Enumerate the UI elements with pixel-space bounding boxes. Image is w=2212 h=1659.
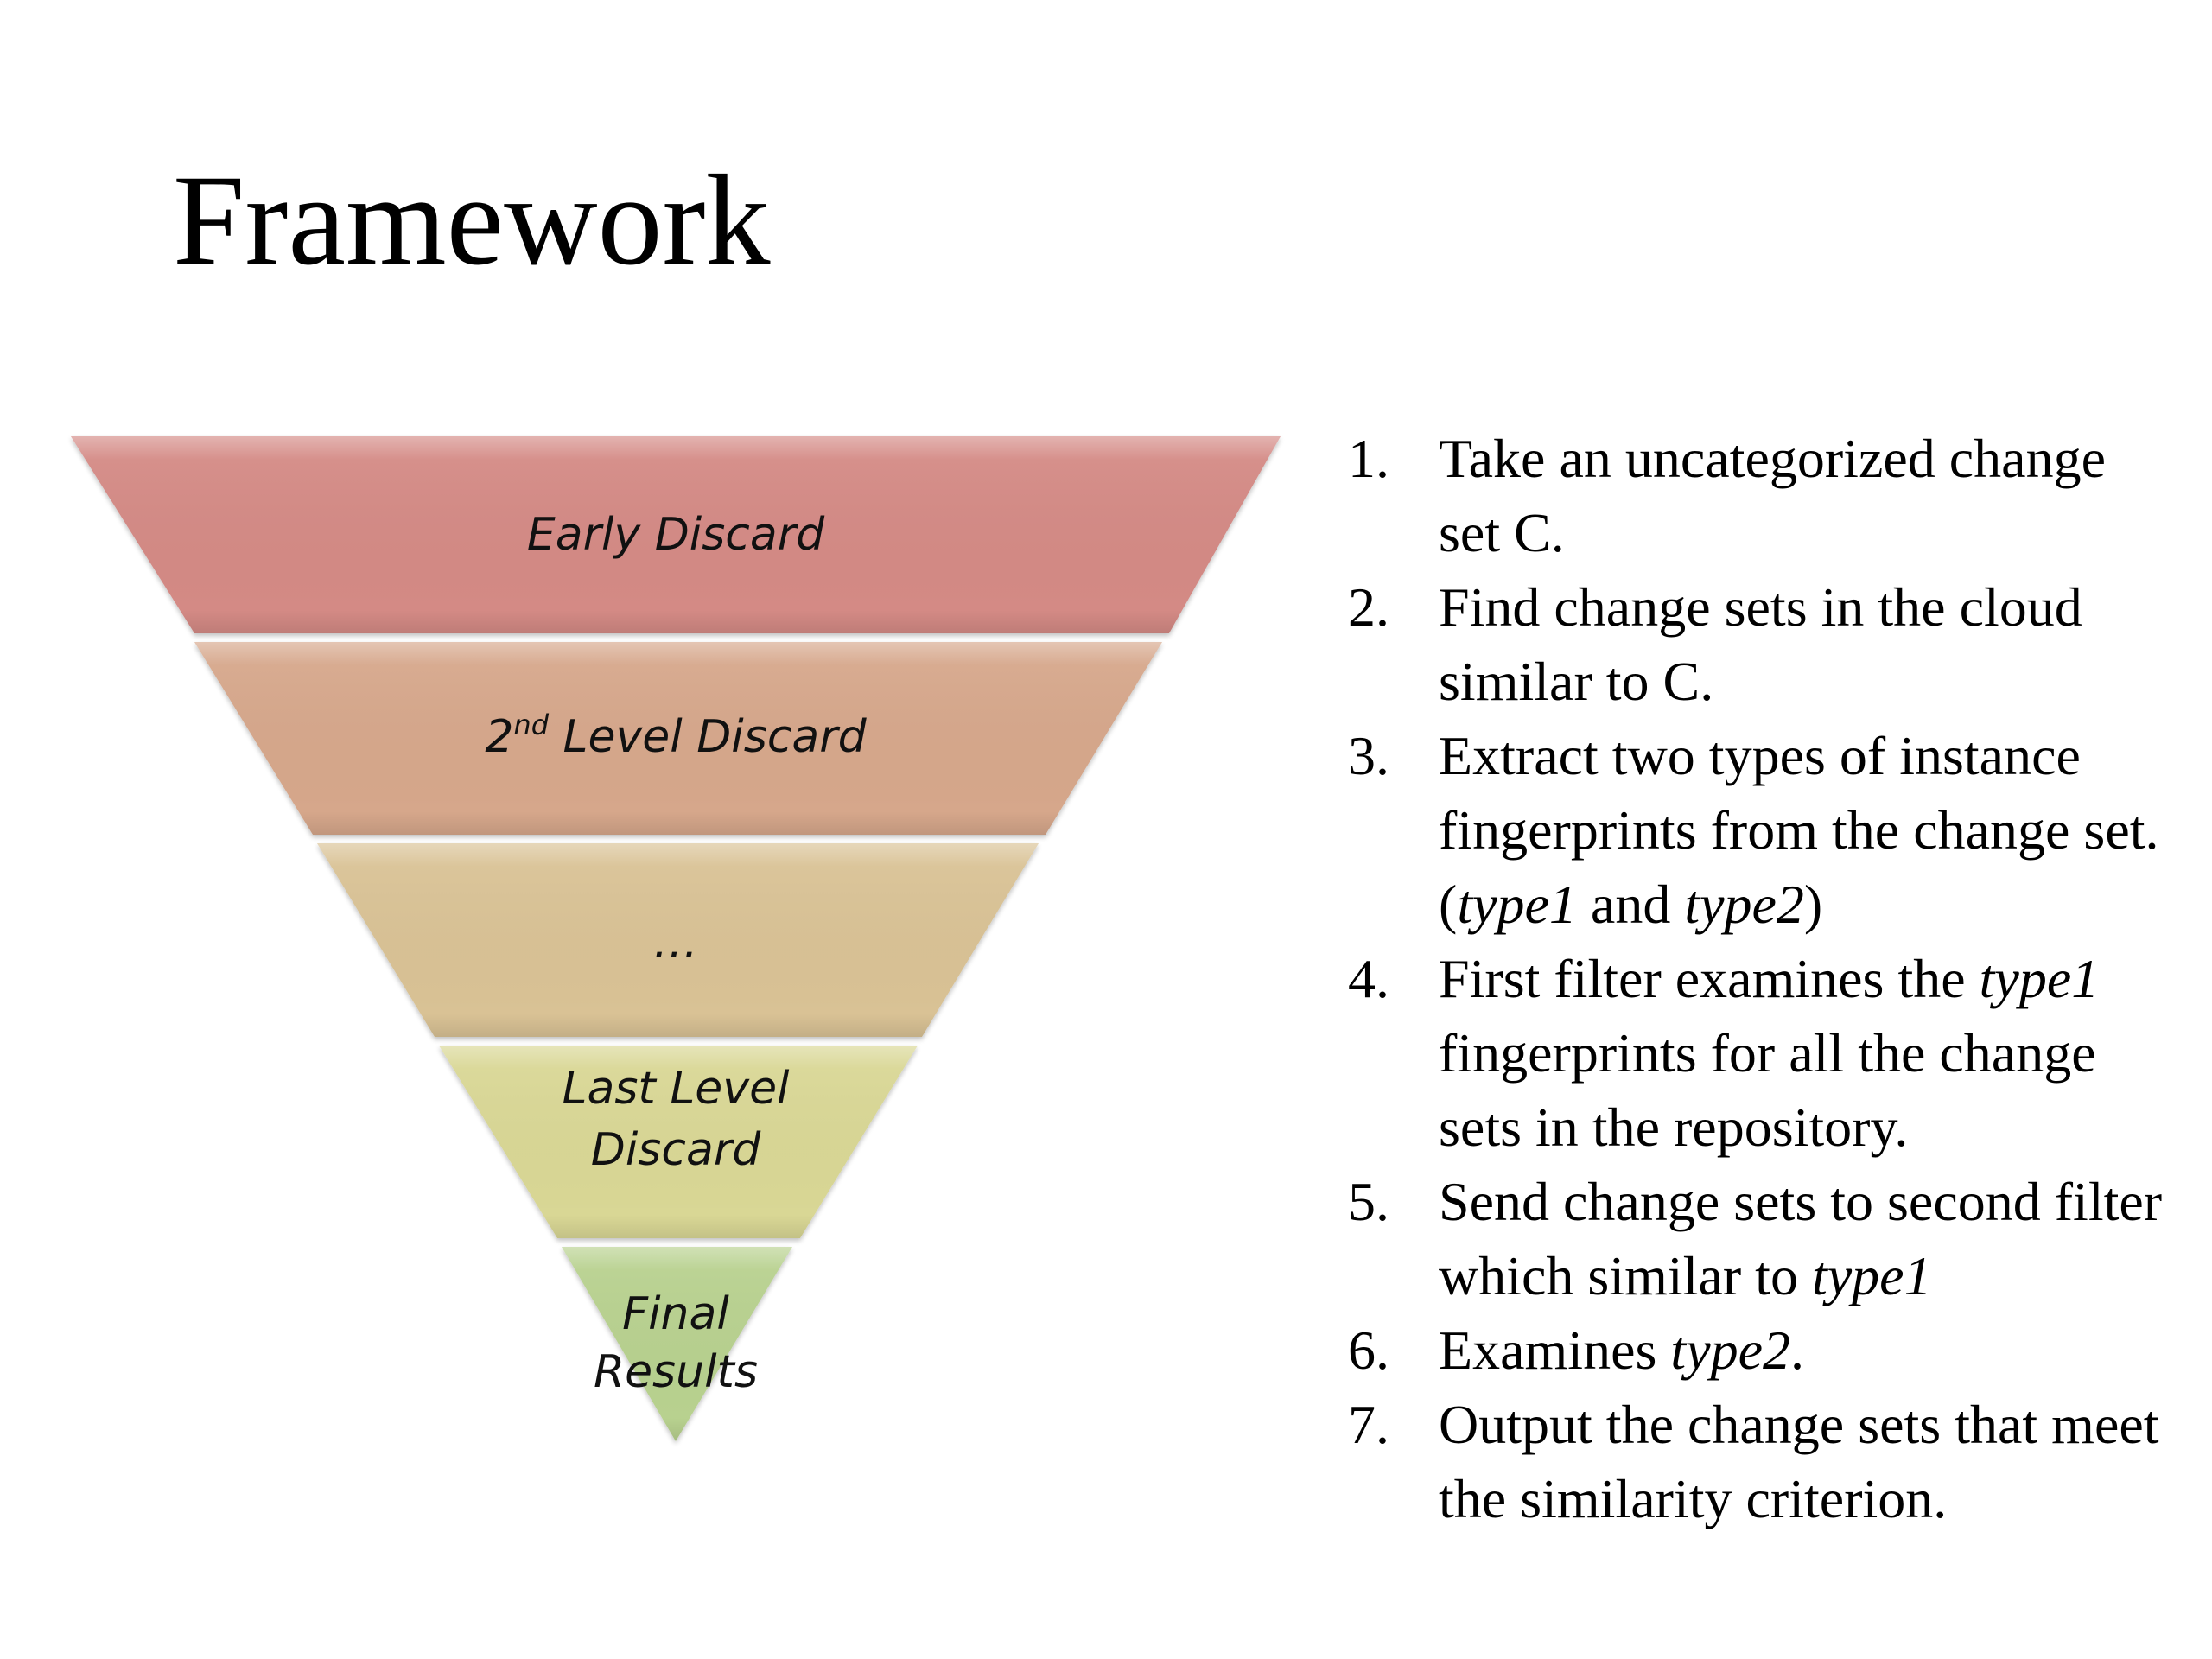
step-text-italic: type1 (1457, 874, 1577, 935)
layer-last-level-discard-line2: Discard (591, 1124, 761, 1176)
step-text: Find change sets in the cloud similar to… (1439, 576, 2082, 712)
step-text-italic: type2 (1670, 1319, 1790, 1381)
step-item: 4. First filter examines the type1 finger… (1348, 942, 2177, 1165)
funnel-diagram: Early Discard 2nd Level Discard … Last L… (71, 436, 1281, 1441)
step-number: 7. (1348, 1394, 1389, 1455)
step-number: 3. (1348, 725, 1389, 786)
steps-list: 1. Take an uncategorized change set C. 2. F… (1348, 422, 2177, 1536)
layer-ellipsis-label: … (653, 917, 698, 969)
layer-2nd-level-number: 2 (485, 711, 513, 763)
step-text-part: Extract two types of instance fingerprin… (1439, 725, 2159, 935)
step-item: 1. Take an uncategorized change set C. (1348, 422, 2177, 570)
step-item: 3. Extract two types of instance fingerpr… (1348, 719, 2177, 942)
step-text-part: Output the change sets that meet the sim… (1439, 1394, 2159, 1529)
step-number: 4. (1348, 948, 1389, 1009)
step-text-part: and (1576, 874, 1685, 935)
step-text-part: . (1789, 1319, 1804, 1381)
step-item: 7. Output the change sets that meet the s… (1348, 1388, 2177, 1536)
step-item: 2. Find change sets in the cloud similar … (1348, 570, 2177, 719)
funnel-layer-2: 2nd Level Discard (194, 642, 1162, 835)
step-text: First filter examines the type1 fingerpr… (1439, 948, 2099, 1158)
funnel-layer-1: Early Discard (71, 436, 1281, 633)
step-text: Examines type2. (1439, 1319, 1804, 1381)
step-text: Output the change sets that meet the sim… (1439, 1394, 2159, 1529)
step-text: Take an uncategorized change set C. (1439, 428, 2106, 563)
funnel-layer-5: Final Results (562, 1247, 792, 1441)
step-text-part: Take an uncategorized change set C. (1439, 428, 2106, 563)
step-text-part: Send change sets to second filter which … (1439, 1171, 2163, 1306)
layer-2nd-level-superscript: nd (513, 709, 549, 741)
step-number: 1. (1348, 428, 1389, 489)
step-item: 5. Send change sets to second filter whic… (1348, 1165, 2177, 1313)
step-item: 6. Examines type2. (1348, 1313, 2177, 1388)
layer-early-discard-label: Early Discard (527, 509, 825, 561)
layer-final-results-line1: Final (622, 1288, 729, 1340)
step-text-italic: type2 (1684, 874, 1804, 935)
layer-2nd-level-discard-label: 2nd Level Discard (485, 709, 867, 763)
step-number: 2. (1348, 576, 1389, 638)
funnel-layer-3: … (317, 843, 1039, 1037)
step-text-part: First filter examines the (1439, 948, 1980, 1009)
step-text-part: Find change sets in the cloud similar to… (1439, 576, 2082, 712)
step-text: Extract two types of instance fingerprin… (1439, 725, 2159, 935)
funnel-layer-4: Last Level Discard (439, 1046, 918, 1238)
slide-title: Framework (173, 149, 771, 292)
step-text: Send change sets to second filter which … (1439, 1171, 2162, 1306)
step-text-part: ) (1803, 874, 1823, 935)
step-text-italic: type1 (1811, 1245, 1932, 1306)
step-number: 6. (1348, 1319, 1389, 1381)
layer-last-level-discard-line1: Last Level (562, 1063, 790, 1115)
layer-2nd-level-rest: Level Discard (549, 711, 868, 763)
step-number: 5. (1348, 1171, 1389, 1232)
layer-final-results-line2: Results (594, 1346, 758, 1398)
step-text-part: fingerprints for all the change sets in … (1439, 1022, 2096, 1158)
step-text-part: Examines (1439, 1319, 1671, 1381)
step-text-italic: type1 (1979, 948, 2100, 1009)
